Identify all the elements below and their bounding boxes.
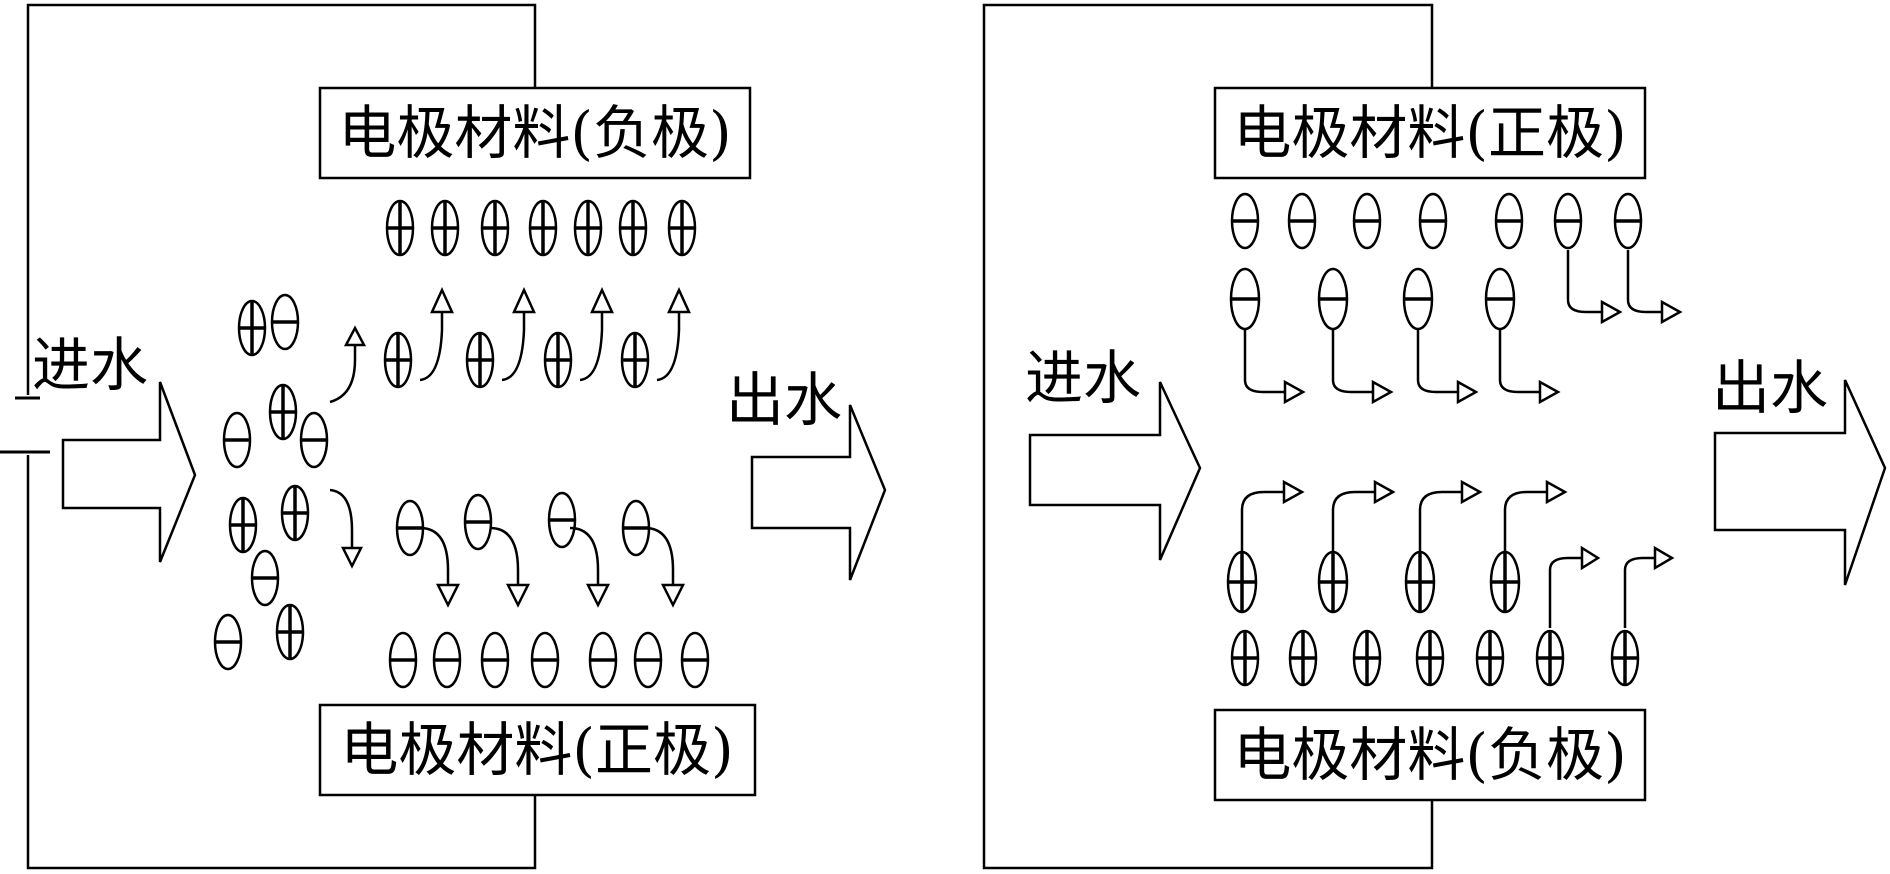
- anion-icon: [1352, 192, 1382, 250]
- outlet-label-right: 出水: [1712, 354, 1828, 422]
- anion-icon: [1402, 267, 1434, 331]
- anion-icon: [1229, 267, 1261, 331]
- ion-flow-arrow-icon: [1498, 330, 1561, 405]
- anion-icon: [463, 493, 493, 551]
- anion-icon: [250, 549, 280, 607]
- anion-icon: [530, 631, 560, 689]
- inlet-arrow-left: [61, 381, 197, 563]
- cation-icon: [1535, 629, 1565, 687]
- cation-icon: [1415, 629, 1445, 687]
- anion-icon: [1494, 192, 1524, 250]
- cation-icon: [620, 331, 650, 389]
- circuit-wire-left: [26, 3, 537, 395]
- cation-icon: [1230, 629, 1260, 687]
- inlet-label-left: 进水: [32, 331, 148, 399]
- cation-icon: [573, 199, 603, 257]
- panel-left: 电极材料(负极) 电极材料(正极) 进水 出水: [0, 3, 887, 870]
- cation-icon: [280, 484, 310, 542]
- inlet-label-right: 进水: [1025, 344, 1141, 412]
- cation-icon: [275, 603, 305, 661]
- outlet-arrow-left: [750, 404, 887, 581]
- cation-icon: [465, 331, 495, 389]
- cation-icon: [430, 199, 460, 257]
- anion-icon: [547, 491, 577, 549]
- ion-flow-arrow-icon: [1548, 545, 1601, 628]
- ion-flow-arrow-icon: [1240, 479, 1305, 552]
- electrode-label-bottom-right: 电极材料(负极): [1233, 721, 1626, 789]
- cation-icon: [667, 199, 697, 257]
- ion-flow-arrow-icon: [1418, 479, 1483, 552]
- ion-flow-arrow-icon: [579, 286, 614, 382]
- anion-icon: [1317, 267, 1349, 331]
- anion-icon: [1613, 192, 1643, 250]
- cation-icon: [1317, 550, 1349, 614]
- outlet-label-left: 出水: [726, 366, 842, 434]
- electrode-box-top-left: [318, 86, 752, 180]
- anion-icon: [480, 631, 510, 689]
- circuit-wire-right: [982, 3, 1434, 870]
- ion-flow-arrow-icon: [1331, 330, 1394, 405]
- anion-icon: [1287, 192, 1317, 250]
- ion-flow-arrow-icon: [1416, 330, 1479, 405]
- ion-flow-arrow-icon: [1243, 330, 1306, 405]
- anion-icon: [680, 631, 710, 689]
- cation-icon: [1489, 550, 1521, 614]
- anion-icon: [633, 631, 663, 689]
- anion-icon: [1230, 192, 1260, 250]
- ion-flow-arrow-icon: [329, 488, 364, 569]
- cation-icon: [1475, 629, 1505, 687]
- anion-icon: [588, 631, 618, 689]
- cation-icon: [1352, 629, 1382, 687]
- ion-flow-arrow-icon: [419, 286, 454, 382]
- electrode-box-top-right: [1213, 86, 1647, 180]
- circuit-wire-left-bottom: [26, 455, 537, 870]
- ion-flow-arrow-icon: [1566, 250, 1623, 325]
- ion-flow-arrow-icon: [644, 526, 686, 608]
- cation-icon: [385, 199, 415, 257]
- ion-flow-arrow-icon: [501, 286, 536, 382]
- panel-right: 电极材料(正极) 电极材料(负极) 进水 出水: [982, 3, 1887, 870]
- ion-flow-arrow-icon: [569, 526, 611, 608]
- outlet-arrow-right: [1713, 379, 1887, 586]
- anion-icon: [222, 411, 252, 469]
- anion-icon: [1418, 192, 1448, 250]
- ion-flow-arrow-icon: [1503, 479, 1568, 552]
- cation-icon: [528, 199, 558, 257]
- anion-icon: [388, 631, 418, 689]
- cation-icon: [1610, 629, 1640, 687]
- anion-icon: [432, 631, 462, 689]
- anion-icon: [395, 499, 425, 557]
- electrode-label-bottom-left: 电极材料(正极): [340, 716, 733, 784]
- inlet-arrow-right: [1028, 381, 1202, 561]
- electrode-box-bottom-right: [1213, 708, 1647, 802]
- ion-flow-arrow-icon: [1626, 250, 1683, 325]
- cation-icon: [228, 496, 258, 554]
- ion-flow-arrow-icon: [1331, 479, 1396, 552]
- anion-icon: [213, 613, 243, 671]
- cation-icon: [543, 331, 573, 389]
- cation-icon: [1226, 550, 1258, 614]
- ion-flow-arrow-icon: [489, 526, 531, 608]
- cation-icon: [383, 331, 413, 389]
- cation-icon: [1404, 550, 1436, 614]
- ion-flow-arrow-icon: [1623, 545, 1675, 628]
- anion-icon: [1484, 267, 1516, 331]
- electrode-box-bottom-left: [318, 703, 757, 797]
- cation-icon: [237, 299, 267, 357]
- anion-icon: [299, 411, 329, 469]
- cation-icon: [1288, 629, 1318, 687]
- ion-flow-arrow-icon: [656, 286, 691, 382]
- cation-icon: [618, 199, 648, 257]
- anion-icon: [1553, 192, 1583, 250]
- electrode-label-top-right: 电极材料(正极): [1233, 99, 1626, 167]
- ion-flow-arrow-icon: [419, 526, 461, 608]
- anion-icon: [270, 293, 300, 351]
- electrode-label-top-left: 电极材料(负极): [338, 99, 731, 167]
- cation-icon: [480, 199, 510, 257]
- cation-icon: [268, 383, 298, 441]
- ion-flow-arrow-icon: [329, 325, 367, 404]
